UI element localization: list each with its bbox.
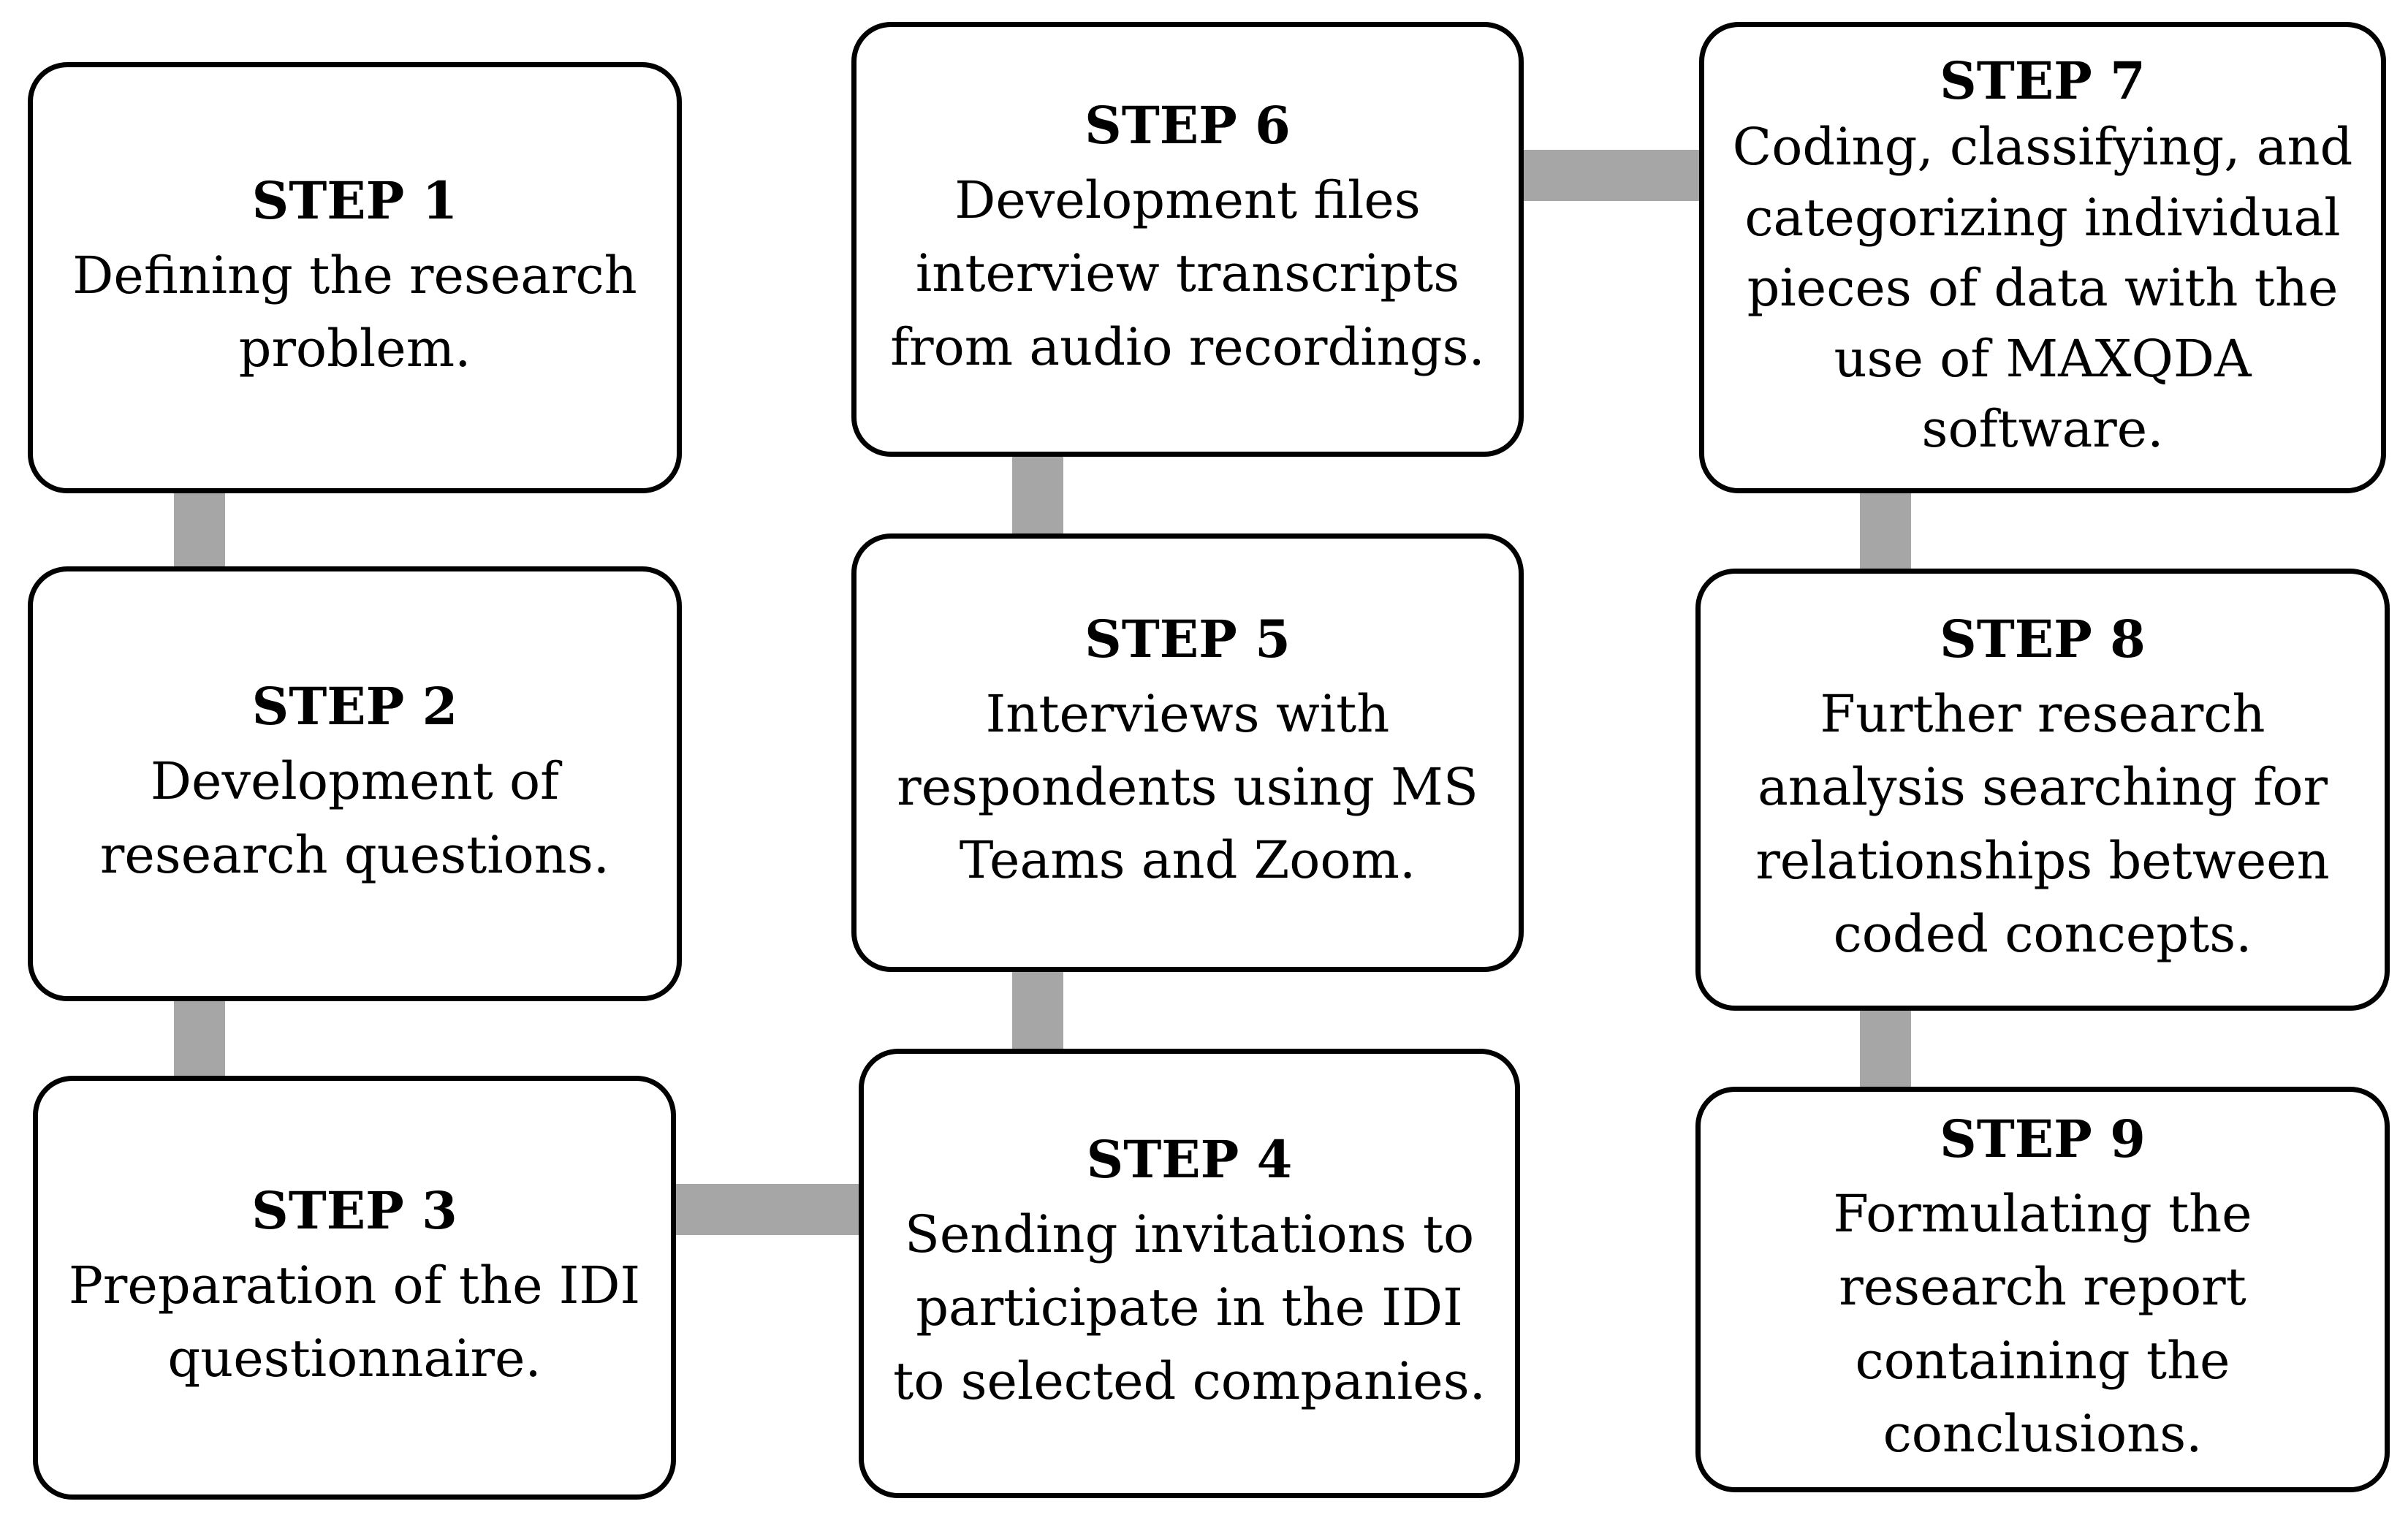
step-6-title: STEP 6 (1085, 95, 1291, 156)
step-4-title: STEP 4 (1086, 1129, 1293, 1190)
step-7-description: Coding, classifying, and categorizing in… (1732, 117, 2353, 460)
step-2-description: Development of research questions. (99, 751, 610, 885)
step-5-title: STEP 5 (1085, 608, 1291, 669)
step-3-box: STEP 3 Preparation of the IDI questionna… (33, 1076, 676, 1500)
connector-step2-step3 (174, 994, 225, 1082)
connector-step8-step9 (1860, 1001, 1911, 1096)
connector-step1-step2 (174, 482, 225, 570)
step-7-box: STEP 7 Coding, classifying, and categori… (1699, 22, 2386, 493)
connector-step4-step5 (1012, 965, 1063, 1060)
step-8-description: Further research analysis searching for … (1755, 684, 2330, 964)
connector-step7-step8 (1860, 482, 1911, 577)
connector-step5-step6 (1012, 446, 1063, 541)
step-4-description: Sending invitations to participate in th… (893, 1204, 1486, 1411)
step-1-title: STEP 1 (251, 170, 458, 231)
connector-step3-step4 (669, 1184, 866, 1235)
step-4-box: STEP 4 Sending invitations to participat… (859, 1049, 1520, 1498)
connector-step6-step7 (1516, 150, 1714, 201)
step-9-box: STEP 9 Formulating the research report c… (1695, 1087, 2390, 1492)
step-9-title: STEP 9 (1940, 1109, 2146, 1170)
step-3-description: Preparation of the IDI questionnaire. (68, 1255, 641, 1389)
step-8-title: STEP 8 (1940, 609, 2146, 670)
step-2-title: STEP 2 (251, 676, 458, 737)
step-1-box: STEP 1 Defining the research problem. (28, 62, 682, 493)
step-7-title: STEP 7 (1940, 50, 2146, 112)
step-9-description: Formulating the research report containi… (1833, 1184, 2252, 1464)
step-5-box: STEP 5 Interviews with respondents using… (851, 533, 1524, 972)
step-6-description: Development files interview transcripts … (890, 170, 1485, 377)
step-8-box: STEP 8 Further research analysis searchi… (1695, 569, 2390, 1011)
step-5-description: Interviews with respondents using MS Tea… (897, 683, 1478, 891)
step-1-description: Defining the research problem. (72, 245, 637, 379)
step-6-box: STEP 6 Development files interview trans… (851, 22, 1524, 457)
step-3-title: STEP 3 (251, 1180, 457, 1241)
step-2-box: STEP 2 Development of research questions… (28, 566, 682, 1001)
